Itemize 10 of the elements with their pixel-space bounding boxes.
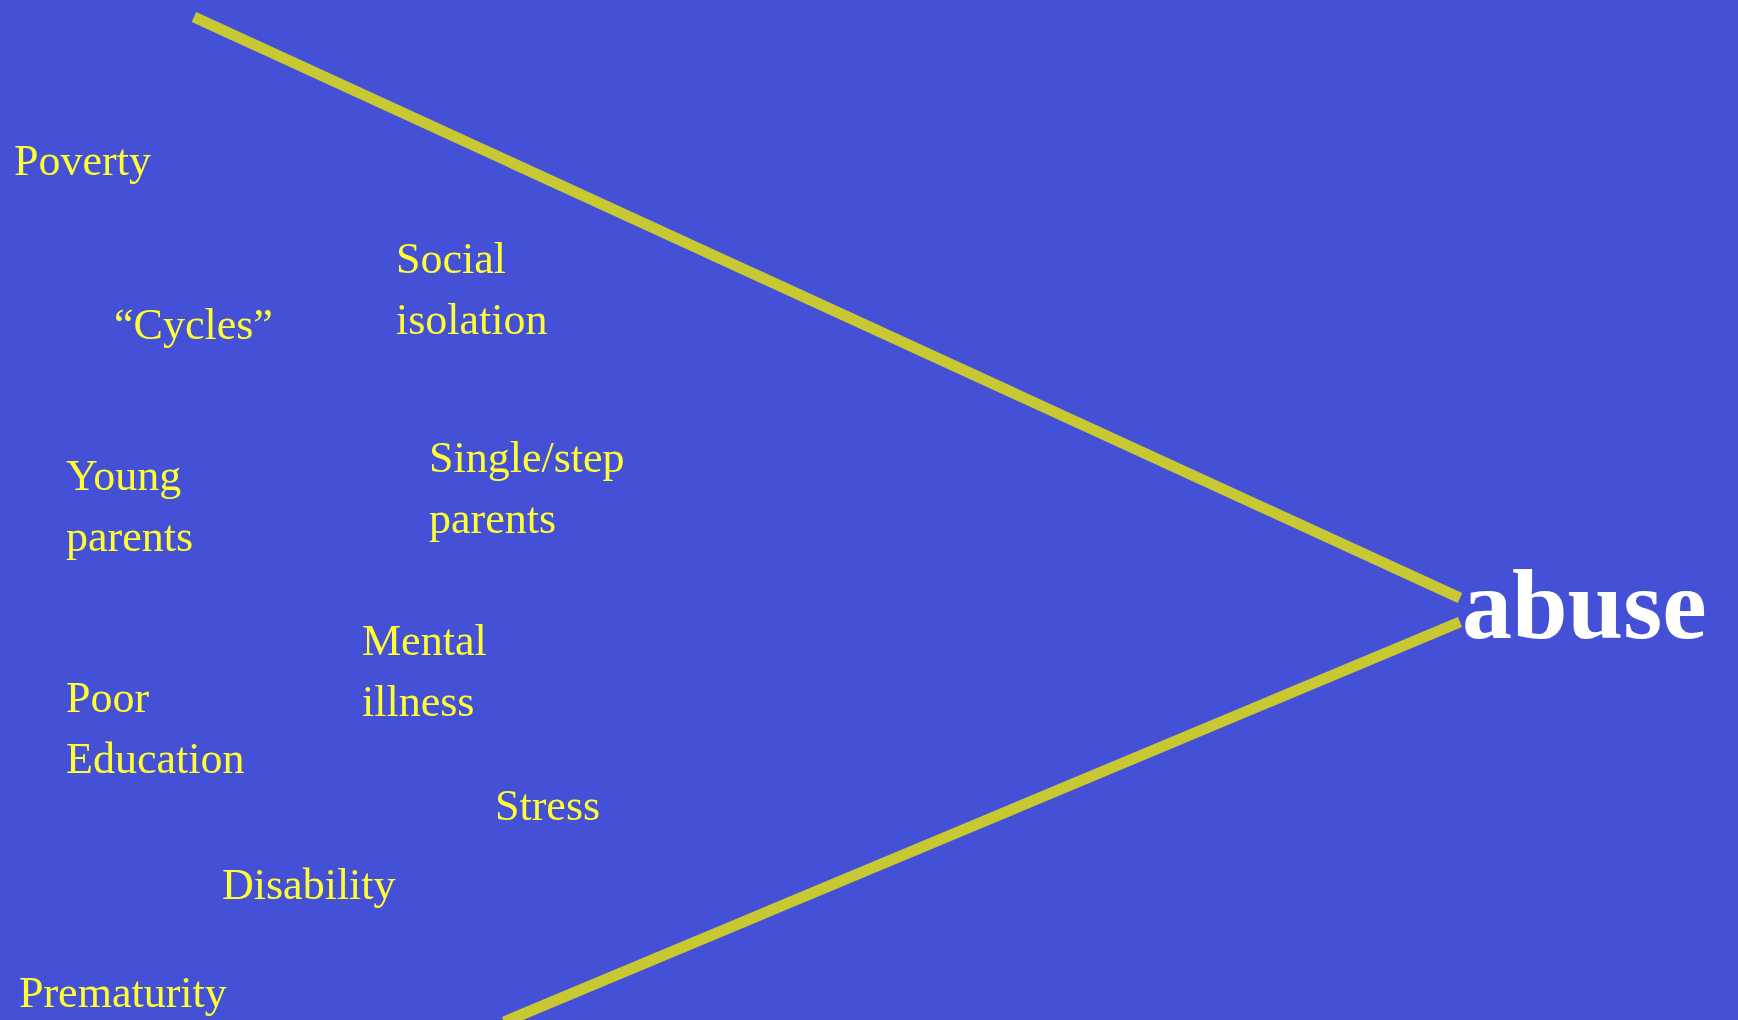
risk-factor-label: Social isolation xyxy=(396,233,549,346)
risk-factor-label: Young parents xyxy=(66,450,195,563)
risk-factor-label: Single/step parents xyxy=(429,432,626,545)
risk-factor-label: Poverty xyxy=(14,135,152,187)
risk-factor-label: Stress xyxy=(495,780,602,832)
risk-factor-label: Disability xyxy=(222,859,397,911)
risk-factor-label: Mental illness xyxy=(362,615,488,728)
risk-factor-label: Poor Education xyxy=(66,672,246,785)
outcome-label: abuse xyxy=(1462,555,1707,655)
risk-factor-label: Prematurity xyxy=(19,967,228,1019)
